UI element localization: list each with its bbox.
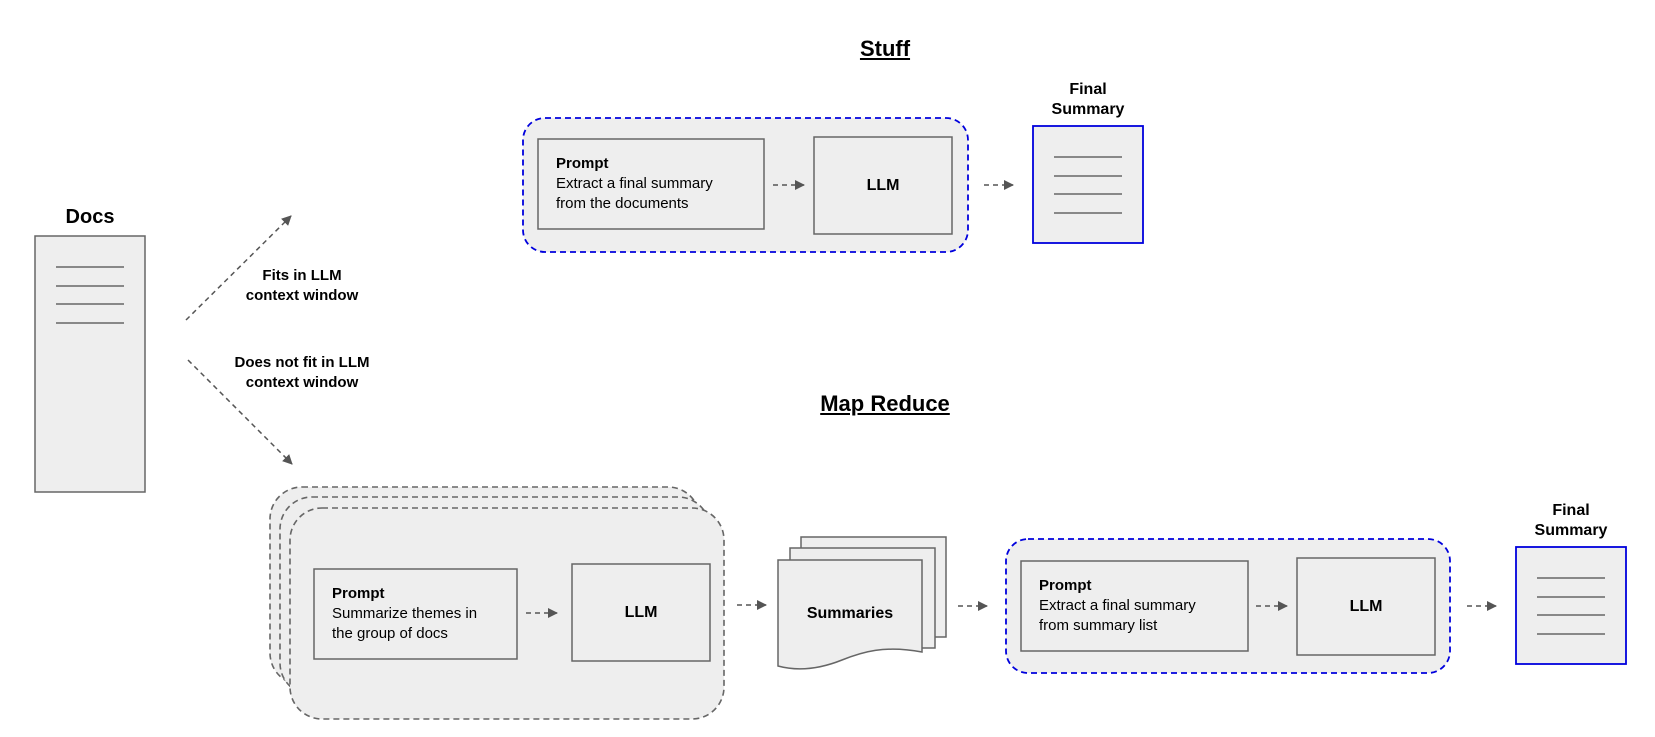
summaries-stack-icon [777, 536, 947, 670]
reduce-prompt-heading: Prompt [1039, 577, 1092, 594]
fits-branch-label-line2: context window [245, 287, 359, 304]
reduce-llm-box [1296, 557, 1436, 656]
stuff-final-label-line1: Final [1069, 81, 1107, 98]
reduce-prompt-box [1020, 560, 1249, 652]
reduce-prompt-line2: from summary list [1039, 617, 1158, 634]
stuff-final-label-line2: Summary [1051, 101, 1125, 118]
reduce-llm-label: LLM [1349, 597, 1383, 615]
not-fits-branch-label: Does not fit in LLM context window [207, 353, 397, 393]
stuff-final-summary-label: Final Summary [1028, 80, 1148, 120]
stuff-final-summary-document-icon [1032, 125, 1144, 244]
reduce-prompt-text: Prompt Extract a final summary from summ… [1039, 576, 1244, 636]
map-reduce-final-label-line1: Final [1552, 502, 1590, 519]
docs-label: Docs [65, 206, 115, 228]
map-prompt-heading: Prompt [332, 585, 385, 602]
not-fits-branch-label-line1: Does not fit in LLM [234, 354, 370, 371]
not-fits-branch-arrow [187, 359, 293, 465]
reduce-prompt-line1: Extract a final summary [1039, 597, 1196, 614]
fits-branch-label-line1: Fits in LLM [262, 267, 342, 284]
map-reduce-final-label-line2: Summary [1534, 522, 1608, 539]
stuff-title: Stuff [859, 36, 911, 61]
map-prompt-line1: Summarize themes in [332, 605, 478, 622]
fits-branch-label: Fits in LLM context window [222, 266, 382, 306]
map-reduce-final-summary-label: Final Summary [1511, 501, 1631, 541]
docs-document-icon [34, 235, 146, 493]
map-prompt-box [313, 568, 518, 660]
map-reduce-final-summary-document-icon [1515, 546, 1627, 665]
stuff-prompt-box [537, 138, 765, 230]
stuff-prompt-text: Prompt Extract a final summary from the … [556, 154, 756, 214]
stuff-prompt-heading: Prompt [556, 155, 609, 172]
summaries-label: Summaries [806, 605, 894, 622]
fits-branch-arrow [185, 215, 292, 321]
map-prompt-line2: the group of docs [332, 625, 448, 642]
not-fits-branch-label-line2: context window [245, 374, 359, 391]
stuff-prompt-line1: Extract a final summary [556, 175, 713, 192]
stuff-llm-label: LLM [866, 176, 900, 194]
map-llm-label: LLM [624, 603, 658, 621]
map-llm-box [571, 563, 711, 662]
map-reduce-title: Map Reduce [820, 391, 950, 416]
stuff-prompt-line2: from the documents [556, 195, 689, 212]
map-prompt-text: Prompt Summarize themes in the group of … [332, 584, 517, 644]
stuff-llm-box [813, 136, 953, 235]
